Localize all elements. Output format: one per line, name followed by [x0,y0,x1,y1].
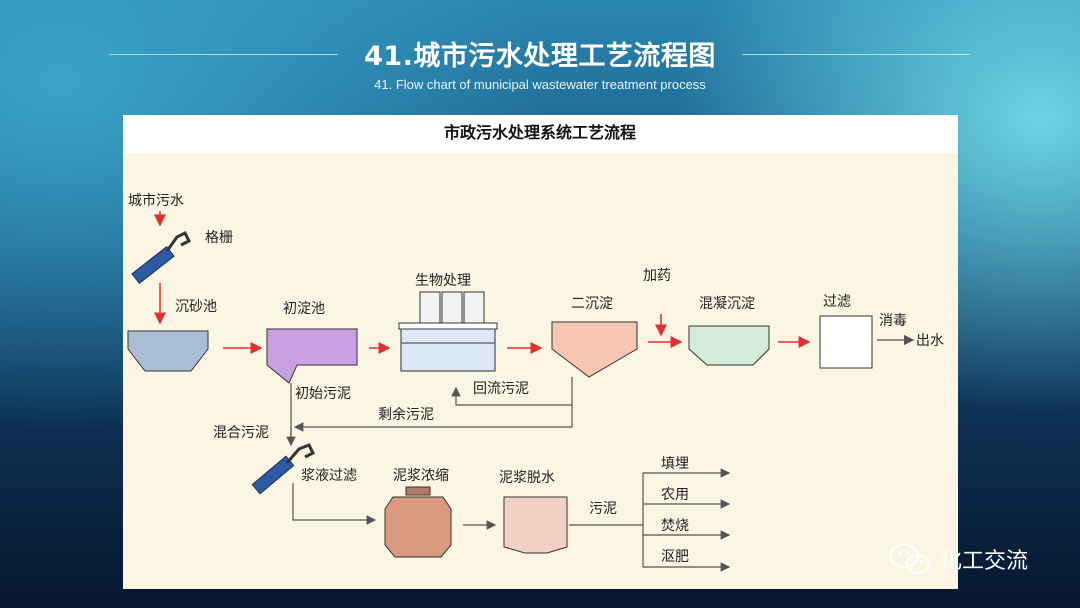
label-dosing: 加药 [643,268,671,284]
process-flow-diagram: 市政污水处理系统工艺流程 城市污水 格栅 沉砂池 初淀池 生物处理 [127,123,944,572]
secondary-clarifier [551,321,638,378]
label-sludge: 污泥 [589,501,617,517]
label-dewater: 泥浆脱水 [499,470,555,486]
label-secondary: 二沉淀 [571,296,613,312]
label-excess-sludge: 剩余污泥 [378,406,434,423]
label-landfill: 填埋 [661,456,689,472]
grit-chamber [127,330,209,372]
screen-icon [131,230,192,284]
sludge-screen-icon [251,443,316,495]
slide-subtitle: 41. Flow chart of municipal wastewater t… [374,77,706,92]
diagram-header-band [123,115,958,153]
label-return-sludge: 回流污泥 [473,381,529,397]
label-thicken: 泥浆浓缩 [393,468,449,484]
primary-clarifier [266,328,358,384]
coag-tank [688,325,770,366]
label-filtrate: 浆液过滤 [301,468,357,484]
label-mixed-sludge: 混合污泥 [213,425,269,441]
label-grit: 沉砂池 [175,299,217,315]
label-screen: 格栅 [205,230,233,246]
header-rule-right [742,54,970,55]
slide-title: 41.城市污水处理工艺流程图 [364,41,716,72]
line-filtrate [292,483,377,525]
line-return-sludge [451,377,573,406]
label-compost: 沤肥 [661,549,689,565]
label-bio: 生物处理 [415,273,471,289]
thickener [384,496,452,558]
filter-unit [819,315,873,369]
label-incinerate: 焚烧 [661,518,689,534]
watermark: 化工交流 [888,542,1028,576]
bio-reactor [398,291,498,372]
diagram-heading: 市政污水处理系统工艺流程 [444,123,636,142]
watermark-text: 化工交流 [940,549,1029,574]
label-influent: 城市污水 [128,192,184,209]
dewater-unit [503,496,568,554]
label-disinfect: 消毒 [879,313,907,329]
header-rule-left [110,54,338,55]
line-excess-sludge [293,405,573,432]
label-primary-sludge: 初始污泥 [295,385,351,402]
label-effluent: 出水 [916,333,944,349]
label-filter: 过滤 [823,294,851,310]
label-coag: 混凝沉淀 [699,296,755,312]
label-agri: 农用 [661,487,689,503]
thickener-cap [405,486,431,496]
label-primary: 初淀池 [283,300,325,317]
diagram-panel: 市政污水处理系统工艺流程 城市污水 格栅 沉砂池 初淀池 生物处理 [123,115,958,589]
wechat-icon [888,543,931,575]
